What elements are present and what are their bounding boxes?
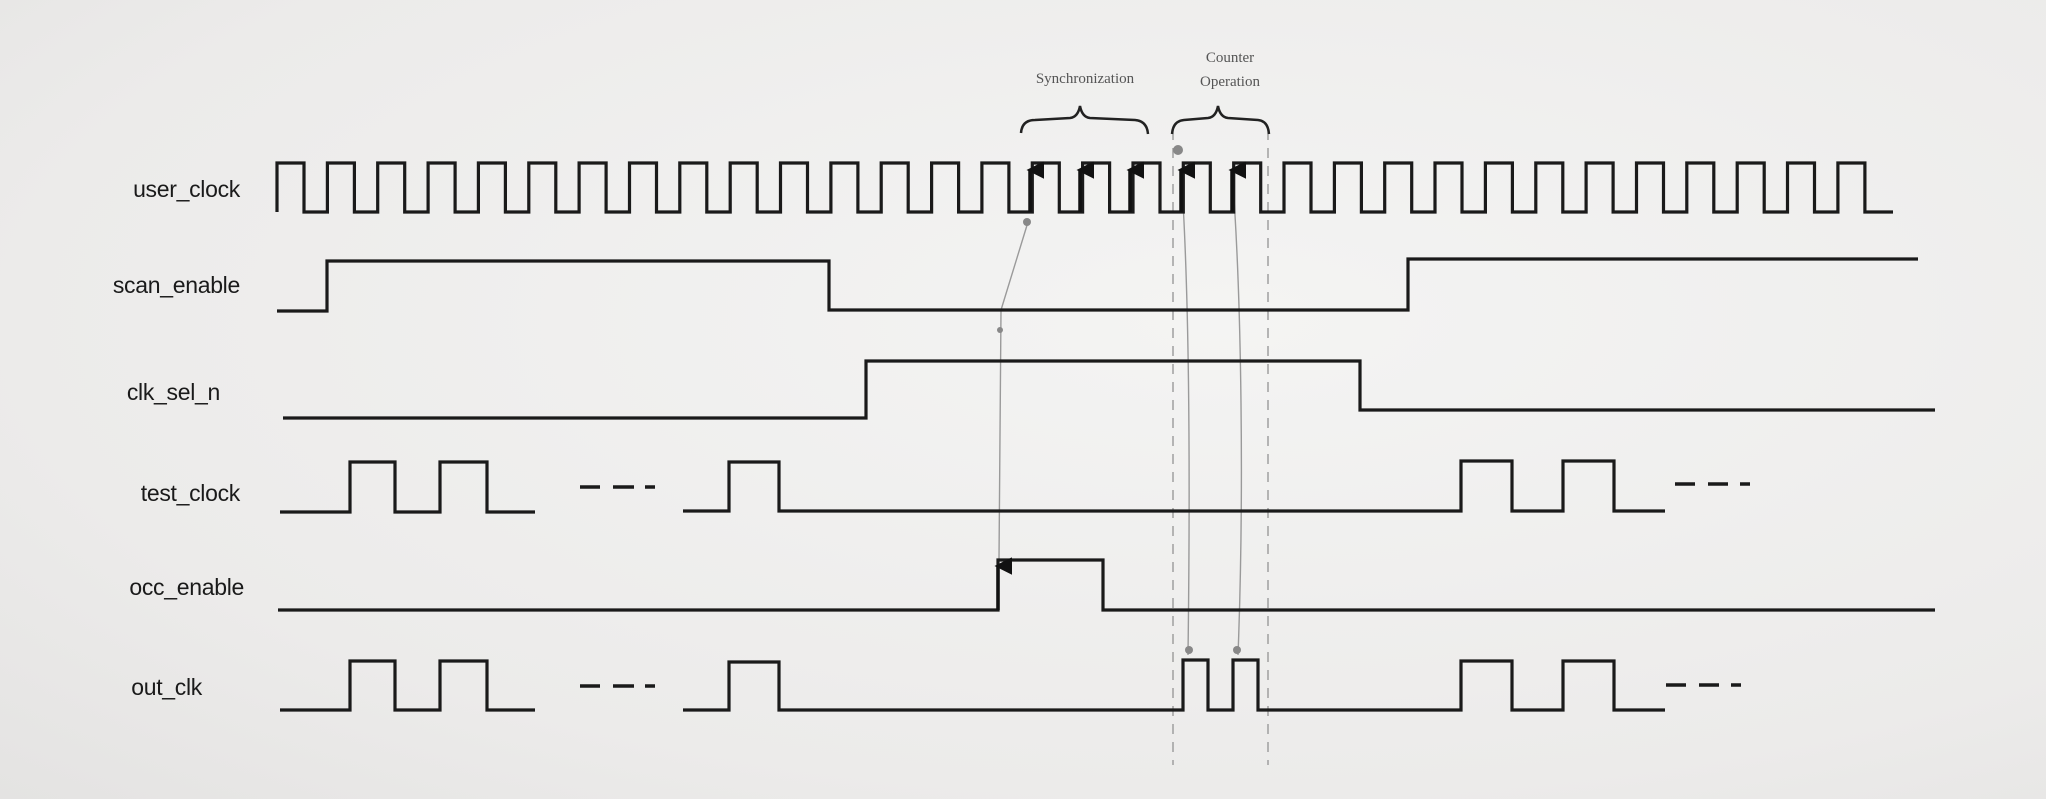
waveform-clk-sel-n [283,359,1935,420]
waveform-user-clock [275,161,1893,214]
annotation-counter-line2: Operation [1200,74,1260,90]
label-user-clock: user_clock [133,176,240,202]
annotation-synchronization: Synchronization [1035,71,1135,87]
waveform-out-clk-seg2 [683,658,1665,712]
continuation-dashes [580,482,1750,688]
waveform-test-clock-seg1 [280,460,535,514]
label-clk-sel-n: clk_sel_n [126,379,220,405]
annotation-counter-line1: Counter [1205,50,1255,66]
brace-counter-operation [1170,105,1271,135]
brace-synchronization [1019,105,1150,135]
counter-edge-arrows [1177,161,1246,212]
label-scan-enable: scan_enable [112,272,240,298]
annotation-guides [998,130,1269,765]
waveform-test-clock-seg2 [683,459,1665,513]
sync-edge-arrows [1026,161,1144,212]
waveform-occ-enable [278,558,1935,612]
label-test-clock: test_clock [140,480,241,506]
label-occ-enable: occ_enable [129,574,244,600]
label-out-clk: out_clk [131,674,202,700]
annotation-marks [997,145,1241,654]
waveform-scan-enable [277,257,1918,313]
waveform-out-clk-seg1 [280,659,535,712]
